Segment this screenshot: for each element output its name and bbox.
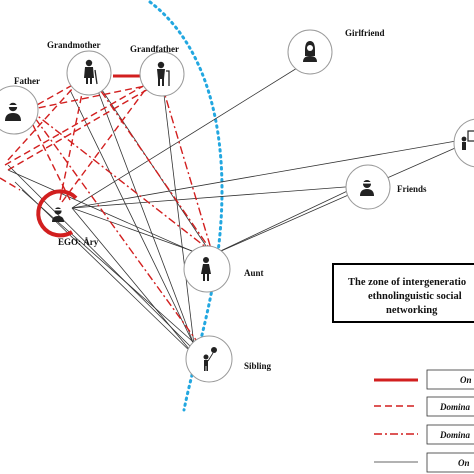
legend: On Domina Domina On: [374, 369, 474, 473]
elderly-man-cane-icon: [157, 61, 170, 86]
ego-avatar-icon: [52, 207, 64, 222]
thin-edges: [7, 59, 463, 356]
dashdot-red-edges: [29, 77, 213, 341]
girlfriend-label: Girlfriend: [345, 28, 385, 38]
zone-box-line-2: ethnolinguistic social: [368, 291, 462, 302]
legend-box-3: [426, 424, 474, 445]
father-circle: [0, 85, 39, 135]
ego-highlight-arc: [36, 189, 78, 238]
aunt-label: Aunt: [244, 268, 264, 278]
standing-woman-icon: [201, 257, 211, 281]
legend-box-2: [426, 396, 474, 417]
zone-box-line-1: The zone of intergeneratio: [348, 277, 466, 288]
zone-box-line-3: networking: [386, 305, 438, 316]
legend-box-4: [426, 452, 474, 473]
legend-box-1: [426, 369, 474, 390]
legend-label-4: On: [458, 458, 470, 468]
presenter-board-icon: [461, 130, 474, 150]
grandfather-label: Grandfather: [130, 44, 179, 54]
zone-box: The zone of intergeneratio ethnolinguist…: [332, 263, 474, 323]
ego-label: EGO: Åry: [58, 237, 99, 247]
legend-label-1: On: [460, 375, 472, 385]
elderly-woman-cane-icon: [84, 59, 98, 85]
friends-label: Friends: [397, 184, 427, 194]
child-with-balloon-icon: [203, 347, 217, 371]
node-circles: [0, 29, 474, 383]
legend-label-2: Domina: [439, 402, 471, 412]
woman-avatar-icon: [303, 41, 317, 62]
man-avatar-icon: [5, 102, 21, 121]
sibling-label: Sibling: [244, 361, 272, 371]
friends-avatar-icon: [360, 180, 374, 196]
grandmother-label: Grandmother: [47, 40, 101, 50]
father-label: Father: [14, 76, 40, 86]
legend-label-3: Domina: [439, 430, 471, 440]
